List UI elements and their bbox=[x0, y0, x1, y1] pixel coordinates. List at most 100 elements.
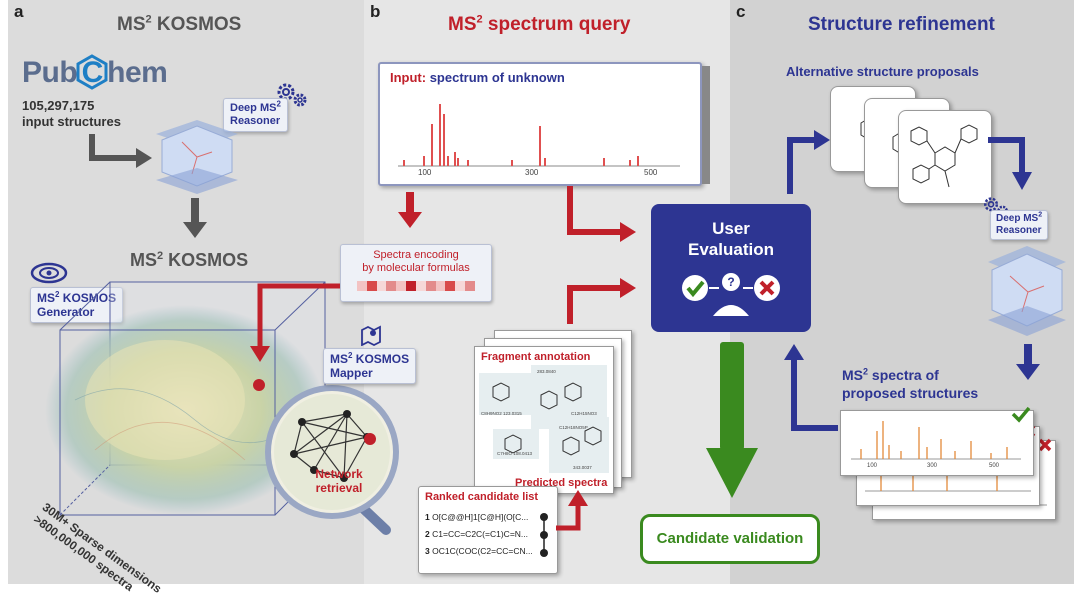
alt-structures-label: Alternative structure proposals bbox=[786, 64, 979, 79]
encoding-text1: Spectra encoding bbox=[373, 249, 459, 261]
candidate-validation-box: Candidate validation bbox=[640, 514, 820, 564]
input-spectrum-plot bbox=[398, 104, 680, 167]
panel-b-title: MS2 spectrum query bbox=[448, 14, 630, 36]
user-eval-text1: User bbox=[712, 219, 750, 238]
panel-a-title-rest: KOSMOS bbox=[151, 14, 242, 35]
spectrum-tick-300: 300 bbox=[525, 168, 539, 177]
panel-b-title-sup: 2 bbox=[476, 13, 483, 26]
deep-reasoner-a-text1: Deep MS bbox=[230, 102, 277, 114]
deep-reasoner-c-text1: Deep MS bbox=[996, 213, 1039, 224]
arrow-down-a bbox=[183, 198, 207, 238]
panel-b-letter: b bbox=[370, 2, 381, 21]
deep-reasoner-c-sup: 2 bbox=[1038, 211, 1043, 219]
candidate-rank-indicator bbox=[540, 513, 548, 557]
arrow-alternatives-to-reasoner bbox=[988, 137, 1032, 190]
fragment-label-2: 283.0840 bbox=[537, 369, 556, 374]
arrow-to-validation bbox=[706, 342, 758, 498]
kosmos-label: MS2 KOSMOS bbox=[130, 250, 248, 271]
proposed-spectrum-card-1: 100 300 500 bbox=[840, 406, 1034, 476]
input-spectrum-title: Input: spectrum of unknown bbox=[390, 70, 565, 85]
ranked-candidate-title: Ranked candidate list bbox=[425, 491, 539, 503]
arrow-spectrum-to-evaluation bbox=[567, 186, 636, 242]
candidate-rank: 3 bbox=[425, 546, 430, 556]
network-label-2: retrieval bbox=[315, 481, 363, 495]
input-rest: spectrum of unknown bbox=[426, 70, 565, 85]
proposed-sup: 2 bbox=[863, 366, 869, 377]
candidate-smiles: OC1C(COC(C2=CC=CN... bbox=[432, 546, 533, 556]
candidate-row[interactable]: 3 OC1C(COC(C2=CC=CN... bbox=[425, 543, 537, 560]
neural-model-icon-c bbox=[988, 246, 1066, 336]
proposed-spectrum-plot-1 bbox=[851, 421, 1021, 460]
candidate-list: 1 O[C@@H]1[C@H](O[C... 2 C1=CC=C2C(=C1)C… bbox=[425, 509, 537, 560]
proposed-tick-500: 500 bbox=[989, 463, 1000, 469]
svg-text:?: ? bbox=[727, 275, 734, 289]
encoding-bar bbox=[357, 281, 475, 291]
arrow-spectra-to-eval bbox=[784, 344, 838, 431]
arrow-ranked-to-predicted bbox=[556, 490, 588, 531]
generator-text2: KOSMOS bbox=[59, 291, 117, 305]
kosmos-label-main: MS bbox=[130, 250, 157, 270]
candidate-rank: 2 bbox=[425, 529, 430, 539]
arrow-encoding-to-cube bbox=[250, 283, 340, 362]
kosmos-label-rest: KOSMOS bbox=[163, 250, 249, 270]
neural-model-icon-a bbox=[156, 120, 238, 194]
panel-a-title: MS2 KOSMOS bbox=[117, 14, 241, 36]
candidate-smiles: O[C@@H]1[C@H](O[C... bbox=[432, 512, 529, 522]
user-eval-text2: Evaluation bbox=[688, 240, 774, 259]
fragment-label-1: C8H9NO2 123.0315 bbox=[481, 411, 522, 416]
alt-structure-card-3 bbox=[898, 110, 992, 204]
input-structures-label: input structures bbox=[22, 114, 121, 129]
panel-b-title-main: MS bbox=[448, 14, 477, 35]
evaluation-icons: ? bbox=[682, 273, 780, 316]
ranked-candidate-card: Ranked candidate list 1 O[C@@H]1[C@H](O[… bbox=[418, 486, 558, 574]
panel-b-title-rest: spectrum query bbox=[482, 14, 631, 35]
arrow-down-c bbox=[1016, 344, 1040, 380]
mapper-text3: Mapper bbox=[330, 366, 373, 380]
generator-text3: Generator bbox=[37, 305, 95, 319]
mapper-text1: MS bbox=[330, 352, 348, 366]
input-spectrum-card: Input: spectrum of unknown 100 300 500 bbox=[378, 62, 702, 186]
pubchem-logo-hexagon: C bbox=[76, 54, 108, 90]
fragment-annotation-card: Fragment annotation C8H9NO2 123.0315 283… bbox=[474, 346, 614, 494]
candidate-row[interactable]: 1 O[C@@H]1[C@H](O[C... bbox=[425, 509, 537, 526]
encoding-text2: by molecular formulas bbox=[362, 262, 470, 274]
arrow-eval-to-alternatives bbox=[787, 130, 830, 194]
reject-icon bbox=[1038, 438, 1052, 452]
spectrum-tick-500: 500 bbox=[644, 168, 658, 177]
generator-sup: 2 bbox=[55, 290, 60, 299]
panel-c-title: Structure refinement bbox=[808, 14, 995, 35]
pubchem-logo-c: C bbox=[81, 56, 104, 89]
fragment-annotation-title: Fragment annotation bbox=[481, 351, 591, 363]
mapper-text2: KOSMOS bbox=[352, 352, 410, 366]
spectrum-tick-100: 100 bbox=[418, 168, 432, 177]
panel-a-letter: a bbox=[14, 2, 24, 21]
proposed-text2: spectra of bbox=[868, 367, 939, 383]
proposed-tick-100: 100 bbox=[867, 463, 878, 469]
network-label-1: Network bbox=[315, 467, 363, 481]
fragment-label-4: C12H18NO5P bbox=[559, 425, 588, 430]
pubchem-logo-hem: hem bbox=[107, 56, 168, 89]
input-card-shadow bbox=[702, 66, 710, 184]
generator-text1: MS bbox=[37, 291, 55, 305]
fragment-label-3: C12H15NO3 bbox=[571, 411, 597, 416]
kosmos-label-sup: 2 bbox=[157, 250, 164, 262]
pubchem-logo-pub: Pub bbox=[22, 56, 78, 89]
network-retrieval-lens bbox=[265, 385, 399, 519]
panel-a-title-sup: 2 bbox=[145, 13, 152, 26]
kosmos-cube bbox=[45, 281, 326, 516]
candidate-row[interactable]: 2 C1=CC=C2C(=C1)C=N... bbox=[425, 526, 537, 543]
candidate-smiles: C1=CC=C2C(=C1)C=N... bbox=[432, 529, 528, 539]
input-count: 105,297,175 bbox=[22, 98, 95, 113]
deep-reasoner-c-text2: Reasoner bbox=[996, 225, 1042, 236]
map-pin-icon bbox=[361, 325, 381, 346]
proposed-tick-300: 300 bbox=[927, 463, 938, 469]
